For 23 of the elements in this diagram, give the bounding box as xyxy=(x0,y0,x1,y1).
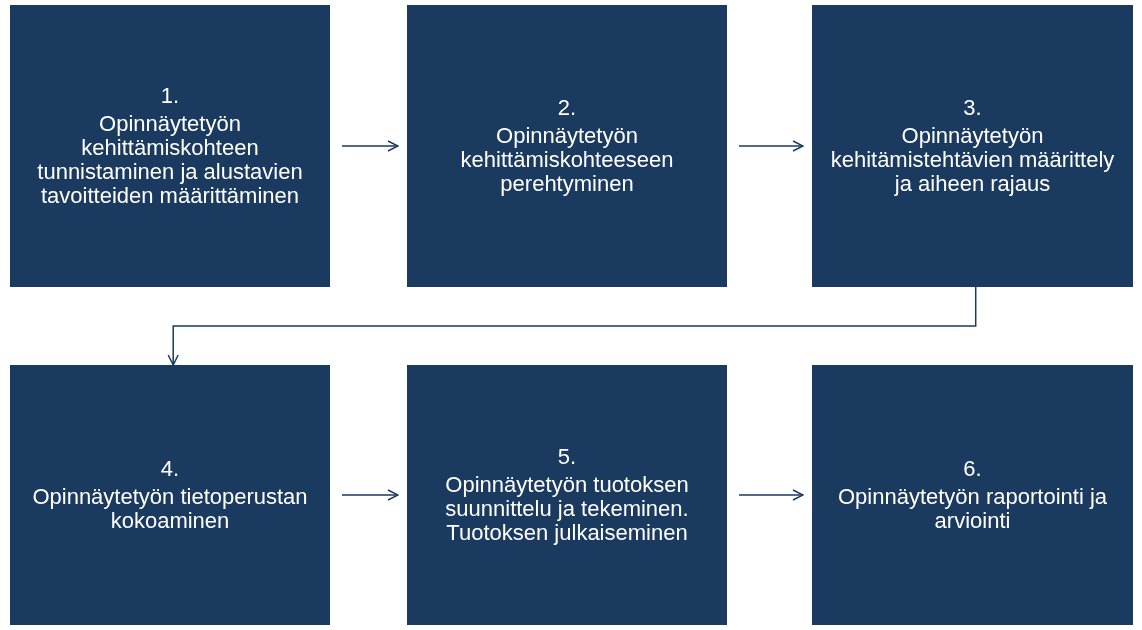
step-number: 6. xyxy=(963,457,982,481)
arrow xyxy=(738,140,804,152)
step-number: 5. xyxy=(557,445,577,469)
arrow xyxy=(341,489,399,501)
step-number: 4. xyxy=(160,457,180,481)
step-text: Opinnäytetyön kehittämiskohteeseen perehtyminen xyxy=(459,124,675,196)
step-text: Opinnäytetyön raportointi ja arviointi xyxy=(836,485,1109,533)
step-number: 2. xyxy=(557,96,577,120)
process-box xyxy=(812,5,1133,287)
step-number: 3. xyxy=(963,96,982,120)
process-box xyxy=(10,5,330,287)
process-box xyxy=(812,365,1133,625)
arrow xyxy=(167,286,977,366)
step-text: Opinnäytetyön kehitämistehtävien määrittely ja aiheen rajaus xyxy=(830,124,1115,196)
step-number: 1. xyxy=(160,84,180,108)
arrow xyxy=(738,489,804,501)
step-text: Opinnäytetyön tietoperustan kokoaminen xyxy=(31,485,309,533)
process-box xyxy=(407,5,727,287)
arrow xyxy=(341,140,399,152)
process-box xyxy=(10,365,330,625)
process-box xyxy=(407,365,727,625)
step-text: Opinnäytetyön kehittämiskohteen tunnistaminen ja alustavien tavoitteiden määrittäminen xyxy=(36,112,304,208)
step-text: Opinnäytetyön tuotoksen suunnittelu ja tekeminen. Tuotoksen julkaiseminen xyxy=(444,473,690,545)
